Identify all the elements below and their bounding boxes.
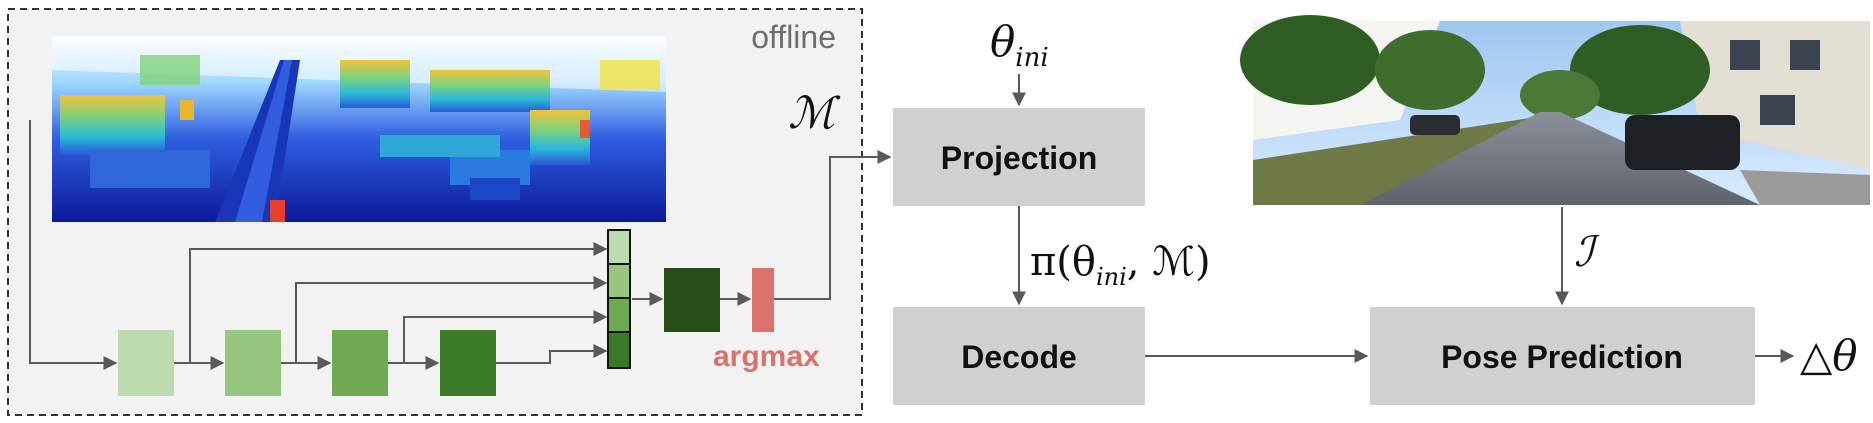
projection-box — [893, 108, 1145, 206]
encoder-block-4 — [440, 330, 496, 396]
point-cloud-map — [52, 36, 666, 222]
feature-stack — [607, 229, 631, 369]
image-symbol: ℐ — [1574, 227, 1600, 276]
theta-ini-label: θini — [990, 17, 1049, 73]
encoder-block-2 — [225, 330, 281, 396]
argmax-label: argmax — [713, 340, 820, 373]
decode-label: Decode — [961, 339, 1077, 375]
pose-prediction-box — [1370, 307, 1755, 405]
projection-output-label: π(θini, ℳ) — [1030, 239, 1211, 291]
decode-box — [893, 307, 1145, 405]
encoder-block-1 — [118, 330, 174, 396]
camera-image — [1240, 15, 1870, 205]
decoder-block — [664, 268, 720, 332]
pose-prediction-label: Pose Prediction — [1441, 339, 1683, 375]
offline-label: offline — [751, 19, 836, 55]
projection-label: Projection — [941, 140, 1097, 176]
argmax-bar — [752, 268, 774, 332]
delta-theta-label: △θ — [1800, 331, 1858, 380]
map-symbol: ℳ — [788, 88, 841, 139]
encoder-block-3 — [332, 330, 388, 396]
connectors — [29, 74, 1795, 370]
